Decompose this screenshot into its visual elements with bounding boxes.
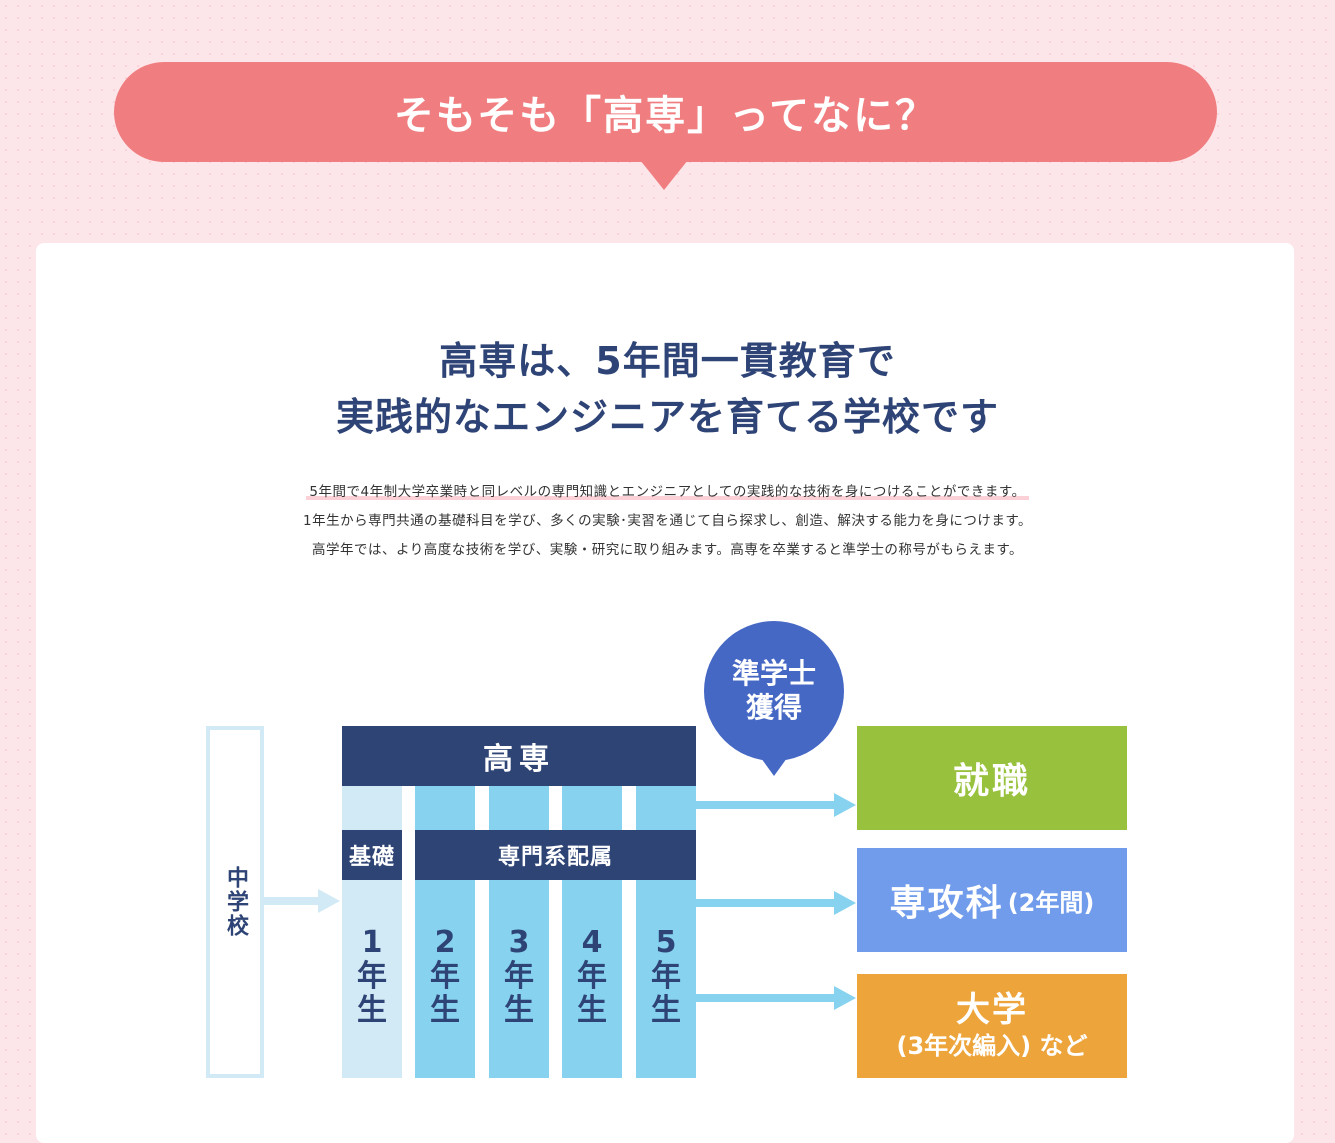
degree-badge: 準学士 獲得 — [704, 621, 844, 761]
year-label-4: 4 年 生 — [562, 926, 622, 1028]
year-sei: 生 — [577, 993, 607, 1028]
description-line-3: 高学年では、より高度な技術を学び、実験・研究に取り組みます。高専を卒業すると準学… — [311, 542, 1024, 558]
bubble-tail — [640, 160, 688, 190]
advanced-label: 専攻科 — [889, 883, 1004, 924]
year-label-1: 1 年 生 — [342, 926, 402, 1028]
description-line-2: 1年生から専門共通の基礎科目を学び、多くの実験･実習を通じて自ら探求し、創造、解… — [303, 513, 1032, 529]
section-title-bubble: そもそも「高専」ってなに？ — [114, 62, 1217, 162]
junior-high-label: 中学校 — [223, 866, 248, 938]
year-label-5: 5 年 生 — [636, 926, 696, 1028]
foundation-label: 基礎 — [348, 845, 395, 870]
employment-label: 就職 — [952, 761, 1031, 802]
degree-line-2: 獲得 — [745, 691, 802, 724]
year-sei: 生 — [504, 993, 534, 1028]
arrow-head-employment — [834, 793, 856, 817]
arrow-head-advanced — [834, 891, 856, 915]
headline-line-1: 高専は、5年間一貫教育で — [439, 339, 896, 383]
headline-line-2: 実践的なエンジニアを育てる学校です — [335, 395, 999, 439]
year-sei: 生 — [357, 993, 387, 1028]
section-title: そもそも「高専」ってなに？ — [393, 93, 938, 139]
year-nen: 年 — [651, 959, 681, 994]
year-number: 5 — [655, 925, 677, 960]
entry-arrow-head — [318, 889, 340, 913]
destination-advanced: 専攻科 (2年間) — [857, 848, 1127, 952]
degree-badge-tail — [761, 758, 787, 776]
year-sei: 生 — [430, 993, 460, 1028]
year-label-3: 3 年 生 — [489, 926, 549, 1028]
year-nen: 年 — [357, 959, 387, 994]
junior-high-box: 中学校 — [206, 726, 264, 1078]
kosen-label: 高専 — [483, 742, 555, 777]
arrow-line-university — [696, 994, 836, 1002]
year-nen: 年 — [577, 959, 607, 994]
year-number: 2 — [434, 925, 456, 960]
university-sub-label: (3年次編入) など — [896, 1032, 1088, 1060]
entry-arrow-line — [264, 897, 320, 905]
foundation-bar: 基礎 — [342, 830, 402, 880]
year-sei: 生 — [651, 993, 681, 1028]
destination-employment: 就職 — [857, 726, 1127, 830]
year-label-2: 2 年 生 — [415, 926, 475, 1028]
year-number: 3 — [508, 925, 530, 960]
year-nen: 年 — [430, 959, 460, 994]
description-line-1: 5年間で4年制大学卒業時と同レベルの専門知識とエンジニアとしての実践的な技術を身… — [0, 480, 1335, 500]
kosen-header: 高専 — [342, 726, 696, 786]
arrow-line-advanced — [696, 899, 836, 907]
specialty-bar: 専門系配属 — [415, 830, 696, 880]
arrow-head-university — [834, 986, 856, 1010]
destination-university: 大学 (3年次編入) など — [857, 974, 1127, 1078]
description-highlight: 5年間で4年制大学卒業時と同レベルの専門知識とエンジニアとしての実践的な技術を身… — [306, 484, 1029, 500]
university-label: 大学 — [956, 990, 1028, 1030]
year-number: 4 — [581, 925, 603, 960]
arrow-line-employment — [696, 801, 836, 809]
degree-line-1: 準学士 — [731, 657, 816, 690]
year-nen: 年 — [504, 959, 534, 994]
year-number: 1 — [361, 925, 383, 960]
advanced-sub-label: (2年間) — [1007, 888, 1095, 917]
specialty-label: 専門系配属 — [497, 845, 613, 870]
